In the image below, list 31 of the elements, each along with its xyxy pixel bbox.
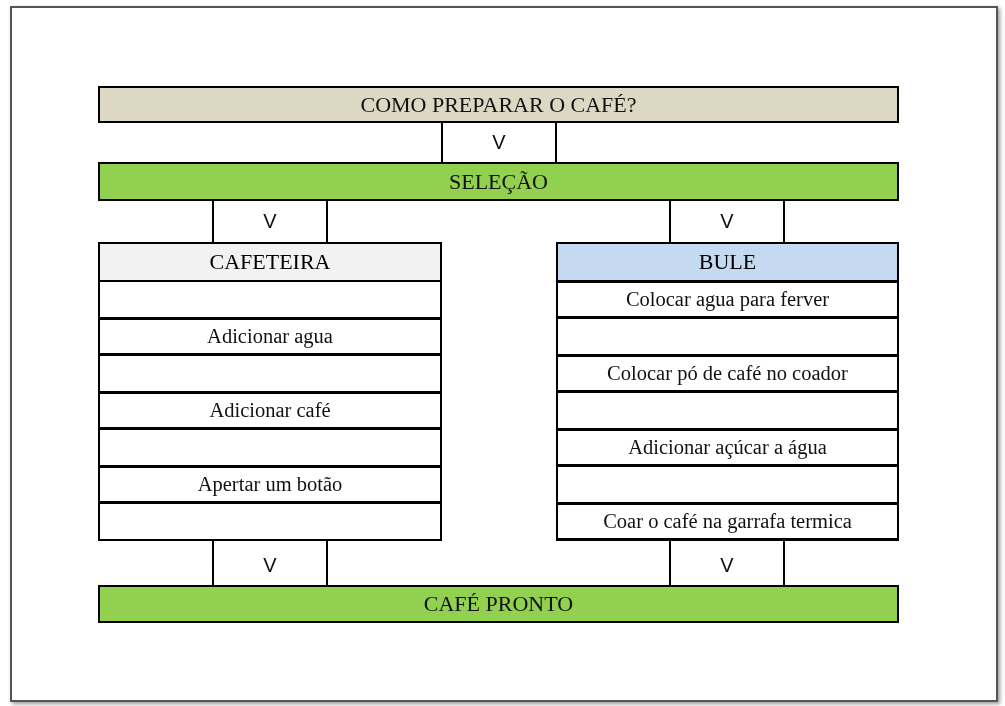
step-row: Apertar um botão	[100, 466, 440, 503]
empty-row	[100, 429, 440, 466]
empty-row	[558, 318, 897, 355]
column-box	[556, 242, 899, 541]
step-row: Coar o café na garrafa termica	[558, 503, 897, 540]
empty-row	[100, 503, 440, 540]
column-box	[98, 242, 442, 541]
empty-row	[100, 281, 440, 318]
connector-line	[326, 540, 328, 586]
step-row: Adicionar café	[100, 392, 440, 429]
connector-line	[783, 200, 785, 243]
connector-line	[669, 200, 671, 243]
column-header: CAFETEIRA	[100, 244, 440, 281]
step-row: Adicionar açúcar a água	[558, 429, 897, 466]
connector-line	[212, 540, 214, 586]
step-row: Adicionar agua	[100, 318, 440, 355]
process-bar: CAFÉ PRONTO	[98, 585, 899, 623]
empty-row	[558, 392, 897, 429]
column-header: BULE	[558, 244, 897, 281]
connector-line	[326, 200, 328, 243]
empty-row	[558, 466, 897, 503]
step-row: Colocar pó de café no coador	[558, 355, 897, 392]
empty-row	[100, 355, 440, 392]
step-row: Colocar agua para ferver	[558, 281, 897, 318]
connector-line	[212, 200, 214, 243]
process-bar: SELEÇÃO	[98, 162, 899, 201]
connector-line	[441, 122, 443, 163]
connector-line	[669, 540, 671, 586]
process-bar: COMO PREPARAR O CAFÉ?	[98, 86, 899, 123]
connector-line	[555, 122, 557, 163]
connector-line	[783, 540, 785, 586]
